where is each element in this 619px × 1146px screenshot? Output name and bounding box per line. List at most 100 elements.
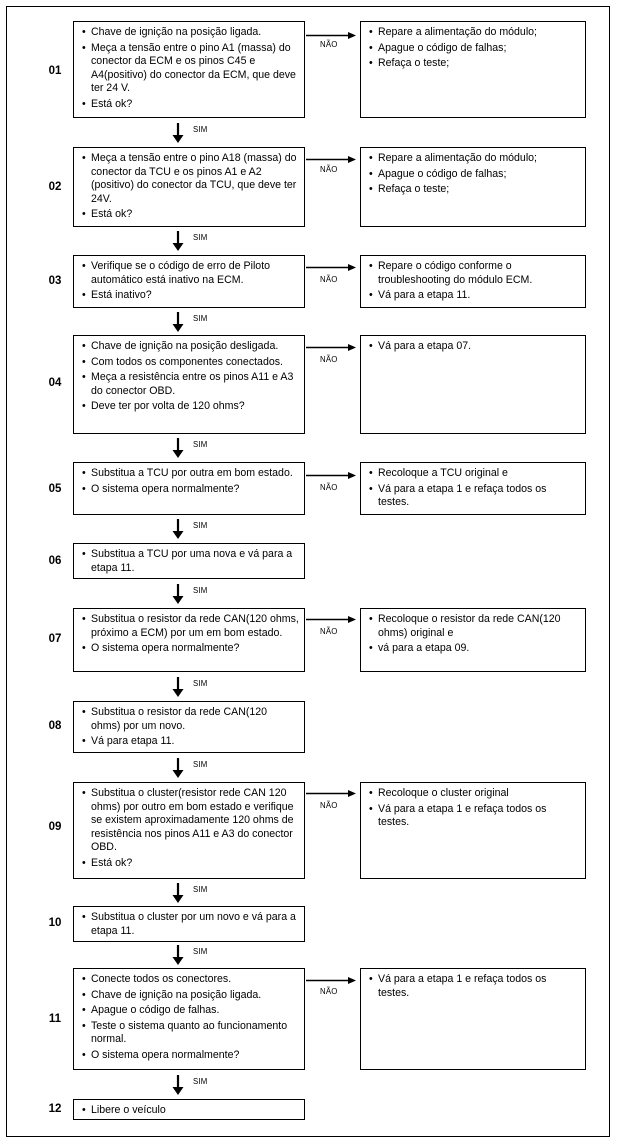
step-number: 06 [48,555,62,567]
bullet-item: Repare a alimentação do módulo; [369,26,580,40]
step-number: 09 [48,821,62,833]
step-number: 03 [48,275,62,287]
yes-arrow-icon [172,231,184,251]
bullet-item: Vá para a etapa 1 e refaça todos os test… [369,803,580,830]
bullet-item: O sistema opera normalmente? [82,642,299,656]
step-number: 02 [48,181,62,193]
bullet-item: Conecte todos os conectores. [82,973,299,987]
no-arrow-icon [306,790,356,797]
bullet-list: Chave de ignição na posição desligada.Co… [82,340,299,414]
yes-label: SIM [193,586,208,595]
bullet-item: Teste o sistema quanto ao funcionamento … [82,1020,299,1047]
yes-label: SIM [193,885,208,894]
step-box: Meça a tensão entre o pino A18 (massa) d… [73,147,305,227]
bullet-list: Repare o código conforme o troubleshooti… [369,260,580,303]
bullet-item: Deve ter por volta de 120 ohms? [82,400,299,414]
no-action-box: Repare a alimentação do módulo; Apague o … [360,21,586,118]
yes-label: SIM [193,125,208,134]
yes-label: SIM [193,521,208,530]
no-label: NÃO [320,165,338,174]
bullet-list: Substitua a TCU por outra em bom estado.… [82,467,299,496]
bullet-item: Está inativo? [82,289,299,303]
bullet-list: Repare a alimentação do módulo; Apague o … [369,152,580,197]
no-arrow-icon [306,472,356,479]
step-box: Substitua o cluster por um novo e vá par… [73,906,305,942]
step-box: Substitua o cluster(resistor rede CAN 12… [73,782,305,879]
step-box: Substitua o resistor da rede CAN(120 ohm… [73,608,305,672]
step-number: 08 [48,720,62,732]
step-box: Verifique se o código de erro de Piloto … [73,255,305,308]
step-box: Libere o veículo [73,1099,305,1120]
bullet-item: Apague o código de falhas; [369,42,580,56]
no-arrow-icon [306,344,356,351]
bullet-list: Chave de ignição na posição ligada.Meça … [82,26,299,112]
bullet-item: Apague o código de falhas; [369,168,580,182]
yes-label: SIM [193,440,208,449]
bullet-item: Vá para a etapa 11. [369,289,580,303]
no-label: NÃO [320,801,338,810]
yes-arrow-icon [172,758,184,778]
yes-label: SIM [193,314,208,323]
bullet-list: Substitua o resistor da rede CAN(120 ohm… [82,706,299,749]
flowchart-frame [6,6,610,1137]
bullet-item: Substitua o resistor da rede CAN(120 ohm… [82,706,299,733]
yes-arrow-icon [172,945,184,965]
step-box: Substitua o resistor da rede CAN(120 ohm… [73,701,305,753]
bullet-item: Recoloque o cluster original [369,787,580,801]
bullet-item: Chave de ignição na posição desligada. [82,340,299,354]
step-box: Substitua a TCU por uma nova e vá para a… [73,543,305,579]
yes-label: SIM [193,1077,208,1086]
bullet-item: vá para a etapa 09. [369,642,580,656]
bullet-list: Recoloque o resistor da rede CAN(120 ohm… [369,613,580,656]
bullet-list: Substitua o resistor da rede CAN(120 ohm… [82,613,299,656]
bullet-item: O sistema opera normalmente? [82,1049,299,1063]
no-label: NÃO [320,987,338,996]
no-arrow-icon [306,32,356,39]
no-label: NÃO [320,40,338,49]
no-label: NÃO [320,483,338,492]
yes-label: SIM [193,947,208,956]
step-box: Chave de ignição na posição desligada.Co… [73,335,305,434]
bullet-item: Recoloque a TCU original e [369,467,580,481]
bullet-item: Vá para etapa 11. [82,735,299,749]
step-box: Substitua a TCU por outra em bom estado.… [73,462,305,515]
bullet-item: Recoloque o resistor da rede CAN(120 ohm… [369,613,580,640]
bullet-item: Está ok? [82,857,299,871]
bullet-list: Substitua o cluster por um novo e vá par… [82,911,299,938]
bullet-list: Substitua o cluster(resistor rede CAN 12… [82,787,299,871]
no-action-box: Vá para a etapa 07. [360,335,586,434]
no-label: NÃO [320,627,338,636]
step-number: 11 [48,1013,62,1025]
bullet-list: Conecte todos os conectores.Chave de ign… [82,973,299,1063]
yes-arrow-icon [172,883,184,903]
step-number: 07 [48,633,62,645]
no-arrow-icon [306,616,356,623]
no-action-box: Recoloque o resistor da rede CAN(120 ohm… [360,608,586,672]
no-arrow-icon [306,977,356,984]
no-action-box: Recoloque o cluster original Vá para a et… [360,782,586,879]
step-box: Chave de ignição na posição ligada.Meça … [73,21,305,118]
bullet-item: Verifique se o código de erro de Piloto … [82,260,299,287]
bullet-item: Meça a tensão entre o pino A18 (massa) d… [82,152,299,206]
bullet-list: Libere o veículo [82,1104,299,1118]
bullet-item: Está ok? [82,98,299,112]
yes-arrow-icon [172,519,184,539]
bullet-item: Substitua o resistor da rede CAN(120 ohm… [82,613,299,640]
no-action-box: Recoloque a TCU original e Vá para a etap… [360,462,586,515]
bullet-item: Libere o veículo [82,1104,299,1118]
bullet-item: Meça a resistência entre os pinos A11 e … [82,371,299,398]
bullet-list: Verifique se o código de erro de Piloto … [82,260,299,303]
yes-arrow-icon [172,123,184,143]
no-action-box: Vá para a etapa 1 e refaça todos os test… [360,968,586,1070]
bullet-item: Substitua o cluster por um novo e vá par… [82,911,299,938]
no-action-box: Repare a alimentação do módulo; Apague o … [360,147,586,227]
yes-arrow-icon [172,1075,184,1095]
bullet-item: Vá para a etapa 1 e refaça todos os test… [369,973,580,1000]
step-number: 01 [48,65,62,77]
bullet-item: Repare a alimentação do módulo; [369,152,580,166]
bullet-list: Vá para a etapa 07. [369,340,580,354]
bullet-item: Vá para a etapa 1 e refaça todos os test… [369,483,580,510]
bullet-list: Repare a alimentação do módulo; Apague o … [369,26,580,71]
bullet-list: Vá para a etapa 1 e refaça todos os test… [369,973,580,1000]
step-number: 10 [48,917,62,929]
